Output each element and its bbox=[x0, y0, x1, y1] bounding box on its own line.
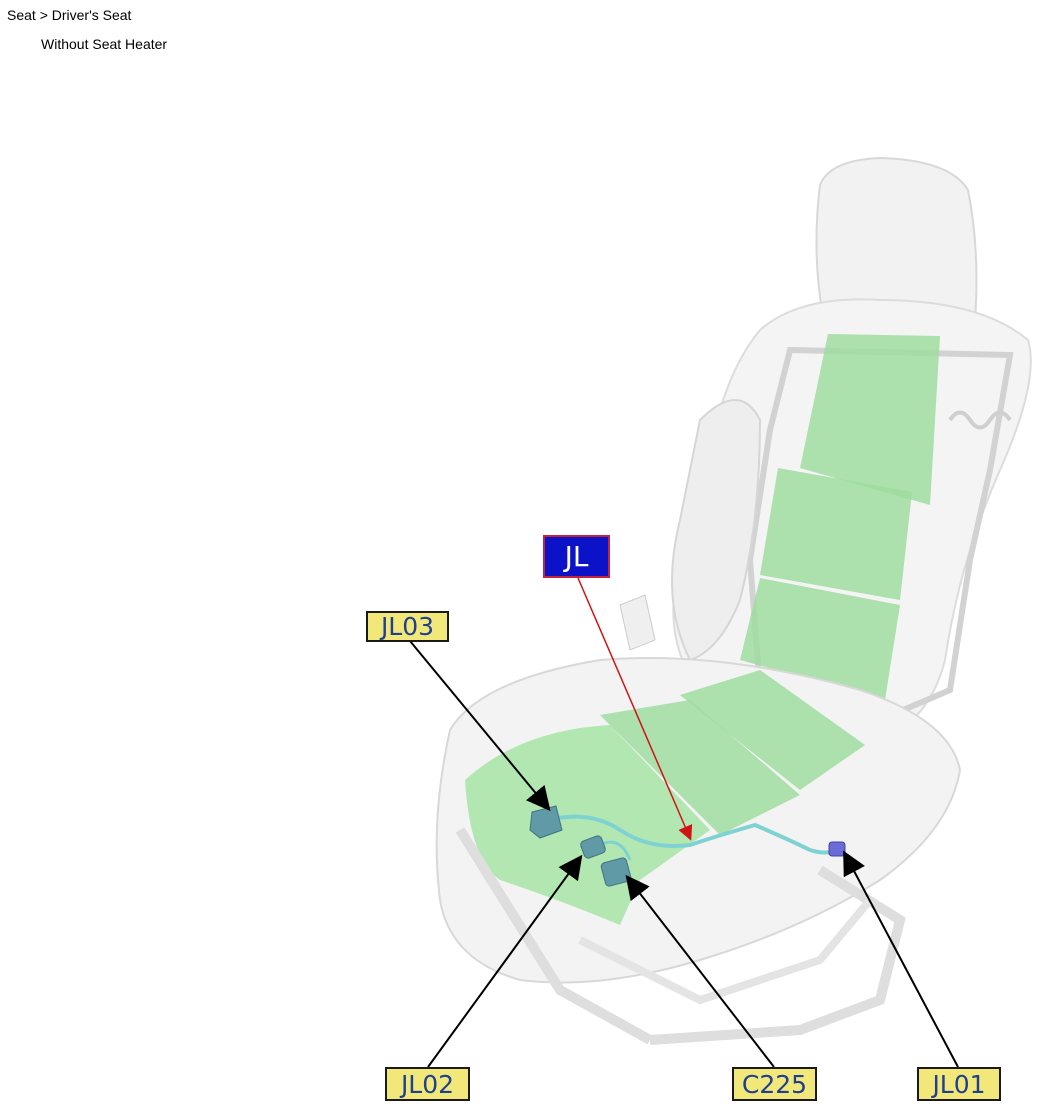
leader-jl bbox=[577, 577, 693, 841]
seat-rail-right bbox=[649, 865, 906, 1045]
leader-jl01 bbox=[843, 850, 959, 1068]
back-mat-lower bbox=[740, 578, 900, 700]
connector-jl01 bbox=[828, 841, 846, 857]
connector-jl02 bbox=[580, 835, 606, 859]
connector-c225 bbox=[600, 857, 632, 887]
back-mat-middle bbox=[760, 468, 912, 600]
cushion-mat-mid bbox=[600, 700, 800, 835]
seat-base bbox=[578, 897, 874, 1005]
back-mat-upper bbox=[800, 334, 940, 505]
leader-jl02 bbox=[427, 854, 583, 1068]
breadcrumb: Seat > Driver's Seat bbox=[7, 7, 132, 23]
callout-jl: JL bbox=[543, 535, 610, 578]
callout-c225: C225 bbox=[732, 1067, 817, 1101]
belt-buckle bbox=[619, 594, 656, 651]
callout-jl03: JL03 bbox=[366, 611, 449, 642]
back-spring bbox=[948, 410, 1012, 430]
callout-jl02: JL02 bbox=[385, 1067, 470, 1101]
callout-jl01: JL01 bbox=[917, 1067, 1001, 1101]
seat-rail-left bbox=[455, 827, 653, 1045]
leader-jl03 bbox=[409, 640, 551, 812]
page-subtitle: Without Seat Heater bbox=[41, 36, 168, 52]
side-bolster bbox=[671, 399, 762, 662]
connector-jl03 bbox=[529, 805, 563, 839]
cushion-mat-rear bbox=[680, 670, 865, 790]
leader-c225 bbox=[625, 874, 775, 1068]
cushion-mat-front bbox=[465, 725, 710, 925]
harness-wire bbox=[547, 814, 839, 855]
